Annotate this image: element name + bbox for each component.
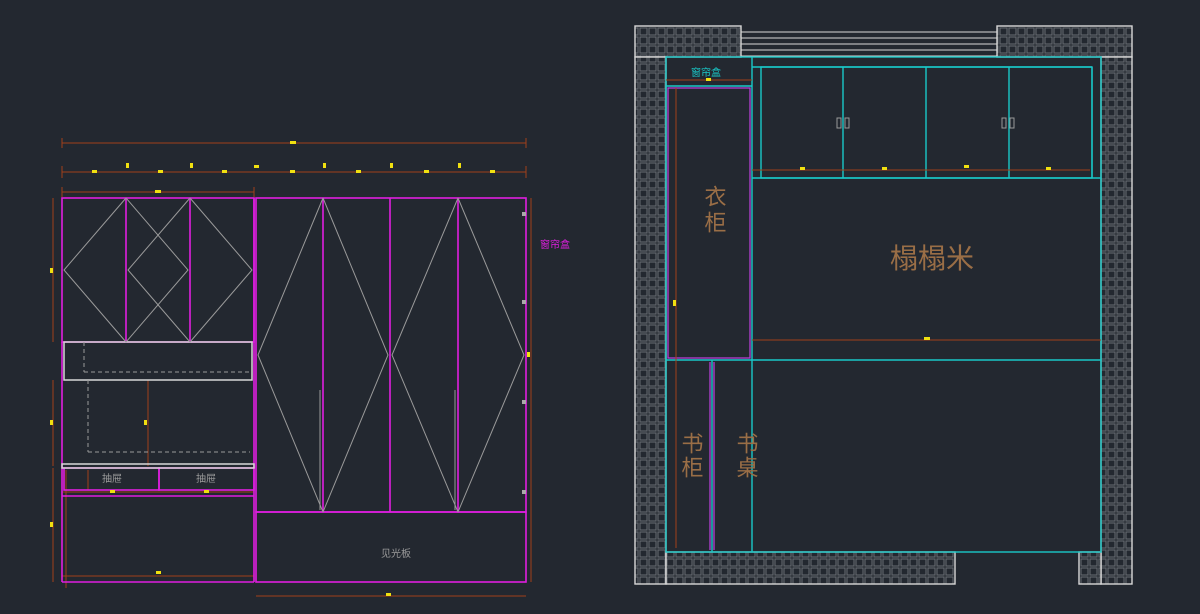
plan-dimension-lines [666,79,1101,548]
plan-cyan-outlines [665,56,1102,553]
backlight-panel-label: 见光板 [381,547,411,560]
door-swing-marks [63,197,525,513]
bookcase-label: 书柜 [678,432,704,480]
plan-curtain-box-label: 窗帘盒 [691,66,721,79]
left-dimension-lines [52,198,532,588]
elevation-curtain-box-label: 窗帘盒 [540,238,570,251]
room-floor-plan: 窗帘盒 衣柜 榻榻米 书柜 书桌 [634,25,1133,585]
wardrobe-elevation-view: 窗帘盒 抽屉 抽屉 见光板 [50,138,570,597]
drawer-right-label: 抽屉 [196,472,216,485]
window-lines [741,31,997,57]
dimension-markers [50,141,530,596]
wardrobe-label: 衣柜 [701,185,727,237]
elevation-frames [61,197,527,583]
desk-label: 书桌 [733,432,759,480]
plan-magenta-outlines [667,87,751,550]
plan-markers [673,78,1051,340]
tatami-label: 榻榻米 [890,242,974,275]
hidden-lines [83,342,250,453]
drawer-left-label: 抽屉 [102,472,122,485]
shelf-outlines [61,341,255,469]
cabinet-glyphs [836,117,1015,129]
top-dimension-lines [61,138,527,597]
